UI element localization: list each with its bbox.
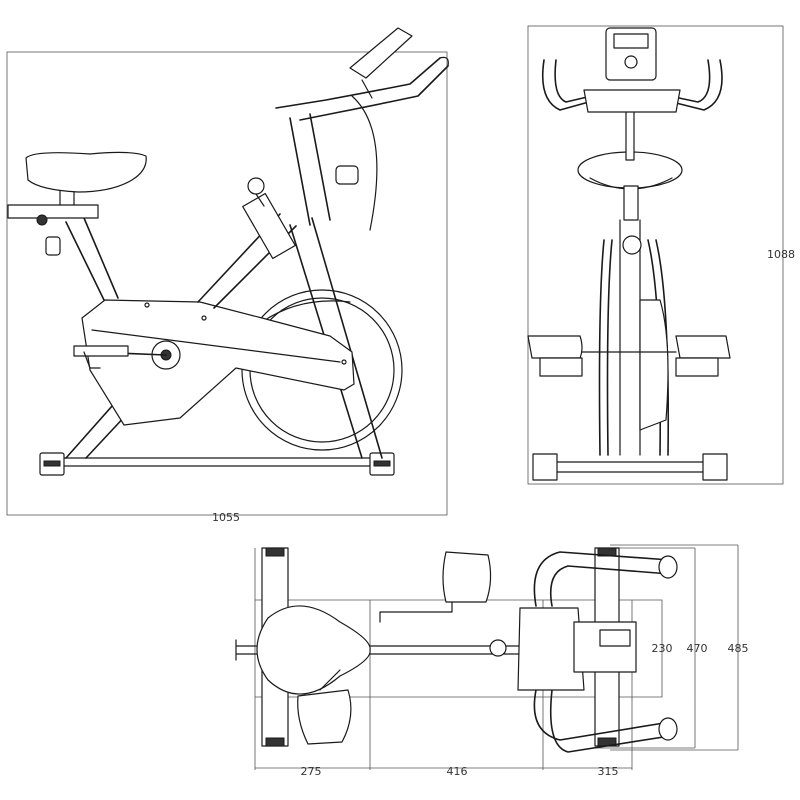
rear-foot-pad (43, 460, 61, 467)
top-handlebar (533, 551, 671, 753)
top-width-485: 485 (728, 642, 749, 655)
flywheel-arc (261, 300, 351, 323)
top-seg-315: 315 (598, 765, 619, 778)
front-seat-post (623, 185, 639, 221)
top-saddle (256, 605, 371, 695)
top-seg-275: 275 (301, 765, 322, 778)
handlebar (275, 57, 449, 121)
front-knob (622, 235, 642, 255)
top-rear-foot-1 (265, 547, 285, 557)
flywheel-outer (241, 289, 403, 451)
console-button (624, 55, 638, 69)
frame-line (91, 329, 341, 363)
saddle (25, 151, 147, 193)
front-height-label: 1088 (767, 248, 795, 261)
post-knob (45, 236, 61, 256)
seat-slider (7, 204, 99, 219)
front-stem (625, 109, 635, 161)
top-console-base (517, 607, 585, 691)
frame-bolt (341, 359, 347, 365)
front-right-foot (702, 453, 728, 481)
top-lower-pedal (297, 689, 352, 745)
frame-bolt (144, 302, 150, 308)
brake-housing (242, 192, 296, 260)
right-pedal-cage (675, 357, 719, 377)
seat-knob (36, 214, 48, 226)
console (349, 27, 413, 79)
front-flywheel (639, 299, 669, 431)
side-view-dimension-frame (6, 51, 448, 516)
stem-knob (335, 165, 359, 185)
top-handle-end-2 (658, 717, 678, 741)
side-length-label: 1055 (212, 511, 240, 524)
top-view (235, 544, 739, 770)
top-handle-end-1 (658, 555, 678, 579)
head-stem (289, 113, 331, 226)
seat-post (65, 217, 119, 301)
top-width-230: 230 (652, 642, 673, 655)
front-view (527, 25, 784, 485)
frame-bolt (201, 315, 207, 321)
left-pedal-cage (539, 357, 583, 377)
front-foot-pad (373, 460, 391, 467)
resistance-knob (247, 177, 265, 195)
front-center-column (619, 219, 641, 456)
top-seg-416: 416 (447, 765, 468, 778)
side-base-rail (57, 457, 383, 467)
top-console-screen (599, 629, 631, 647)
frame-body (81, 299, 355, 426)
top-upper-pedal (442, 551, 492, 603)
top-lower-crank (319, 669, 341, 691)
cable (351, 95, 378, 231)
pedal (73, 345, 129, 357)
top-width-470: 470 (687, 642, 708, 655)
front-base-rail (556, 461, 704, 473)
front-bar-clamp (583, 89, 681, 113)
pedal-strap (83, 351, 101, 369)
right-pedal (675, 335, 731, 359)
top-knob (489, 639, 507, 657)
console-mount (361, 79, 373, 99)
resistance-stem (255, 193, 265, 207)
left-pedal (527, 335, 583, 359)
side-view (6, 27, 449, 516)
front-legs (598, 239, 670, 456)
handlebar-tip (439, 56, 449, 67)
front-view-dimension-frame (527, 25, 784, 485)
front-left-foot (532, 453, 558, 481)
top-rear-foot-2 (265, 737, 285, 747)
top-upper-crank (379, 601, 453, 623)
console-screen (613, 33, 649, 49)
